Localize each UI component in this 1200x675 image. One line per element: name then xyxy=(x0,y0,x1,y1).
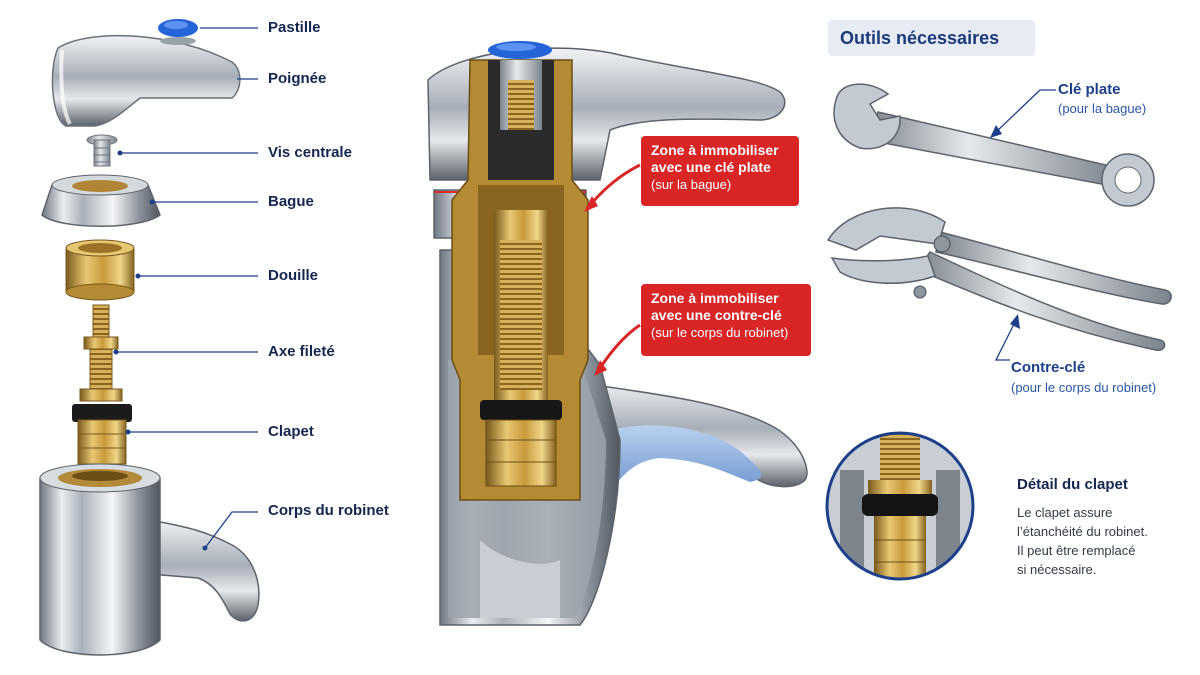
label-corps-robinet: Corps du robinet xyxy=(268,502,389,519)
tool-sub-contre-cle: (pour le corps du robinet) xyxy=(1011,380,1157,395)
zone-title-line2: avec une clé plate xyxy=(651,159,771,175)
tool-name-contre-cle: Contre-clé xyxy=(1011,359,1086,376)
zone-title-line2: avec une contre-clé xyxy=(651,307,782,323)
zone-title-line1: Zone à immobiliser xyxy=(651,142,779,158)
clapet-part xyxy=(72,404,132,465)
label-douille: Douille xyxy=(268,267,319,284)
bague-part xyxy=(41,174,161,227)
tool-sub-cle-plate: (pour la bague) xyxy=(1058,101,1147,116)
zone-title-line1: Zone à immobiliser xyxy=(651,290,779,306)
label-axe-filete: Axe fileté xyxy=(268,343,335,360)
zone-callout-bague: Zone à immobiliser avec une clé plate (s… xyxy=(641,136,799,206)
exploded-view xyxy=(39,19,260,656)
douille-part xyxy=(65,239,135,301)
detail-title: Détail du clapet xyxy=(1017,476,1128,493)
water-channel xyxy=(612,425,762,490)
corps-part xyxy=(39,463,260,656)
tool-name-cle-plate: Clé plate xyxy=(1058,81,1121,98)
detail-line: Il peut être remplacé xyxy=(1017,543,1136,558)
detail-line: Le clapet assure xyxy=(1017,505,1113,520)
tools-heading: Outils nécessaires xyxy=(828,20,1035,56)
label-pastille: Pastille xyxy=(268,19,321,36)
label-clapet: Clapet xyxy=(268,423,314,440)
vis-centrale-part xyxy=(86,134,118,167)
part-leader-lines xyxy=(116,27,258,549)
label-bague: Bague xyxy=(268,193,314,210)
label-vis-centrale: Vis centrale xyxy=(268,144,352,161)
zone-subtitle: (sur la bague) xyxy=(651,177,732,192)
axe-filete-part xyxy=(79,304,123,402)
label-poignee: Poignée xyxy=(268,70,327,87)
clapet-section xyxy=(480,400,562,420)
clapet-detail-inset xyxy=(825,431,975,581)
pastille-part xyxy=(158,19,198,37)
open-end-wrench-icon xyxy=(833,83,1155,207)
detail-line: l’étanchéité du robinet. xyxy=(1017,524,1148,539)
detail-description: Le clapet assure l’étanchéité du robinet… xyxy=(1017,503,1197,579)
adjustable-pliers-icon xyxy=(826,207,1172,351)
detail-line: si nécessaire. xyxy=(1017,562,1097,577)
poignee-part xyxy=(51,34,241,127)
cutaway-view xyxy=(427,41,808,626)
zone-subtitle: (sur le corps du robinet) xyxy=(651,325,789,340)
zone-callout-corps: Zone à immobiliser avec une contre-clé (… xyxy=(641,284,811,356)
